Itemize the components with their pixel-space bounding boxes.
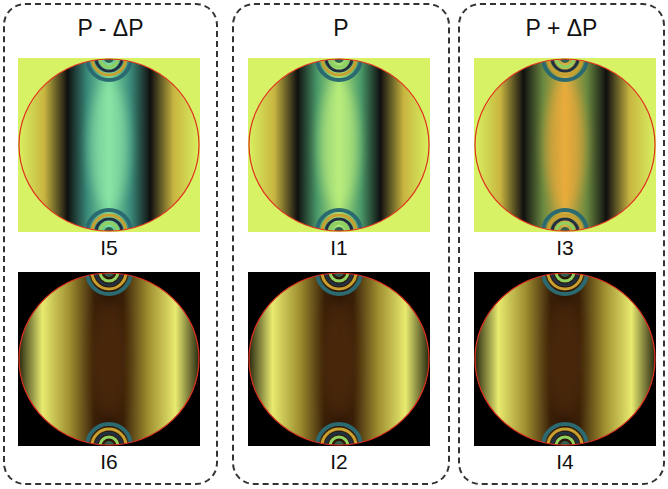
condition-group: P - ΔP I5I6 (3, 3, 218, 485)
image-label: I6 (18, 450, 200, 474)
image-frame: I1 (248, 58, 430, 232)
condition-group: P + ΔP I3I4 (458, 3, 665, 485)
fringe-image (18, 36, 200, 254)
image-frame: I5 (18, 58, 200, 232)
image-label: I3 (474, 236, 656, 260)
fringe-image (474, 250, 656, 468)
group-heading: P - ΔP (5, 15, 216, 42)
group-heading: P (234, 15, 448, 42)
fringe-image (248, 250, 430, 468)
condition-group: P I1I2 (232, 3, 450, 485)
image-label: I5 (18, 236, 200, 260)
image-frame: I3 (474, 58, 656, 232)
image-label: I1 (248, 236, 430, 260)
image-frame: I6 (18, 272, 200, 446)
image-label: I2 (248, 450, 430, 474)
image-label: I4 (474, 450, 656, 474)
fringe-image (474, 36, 656, 254)
image-frame: I2 (248, 272, 430, 446)
group-heading: P + ΔP (460, 15, 663, 42)
image-frame: I4 (474, 272, 656, 446)
fringe-image (18, 250, 200, 468)
fringe-image (248, 36, 430, 254)
